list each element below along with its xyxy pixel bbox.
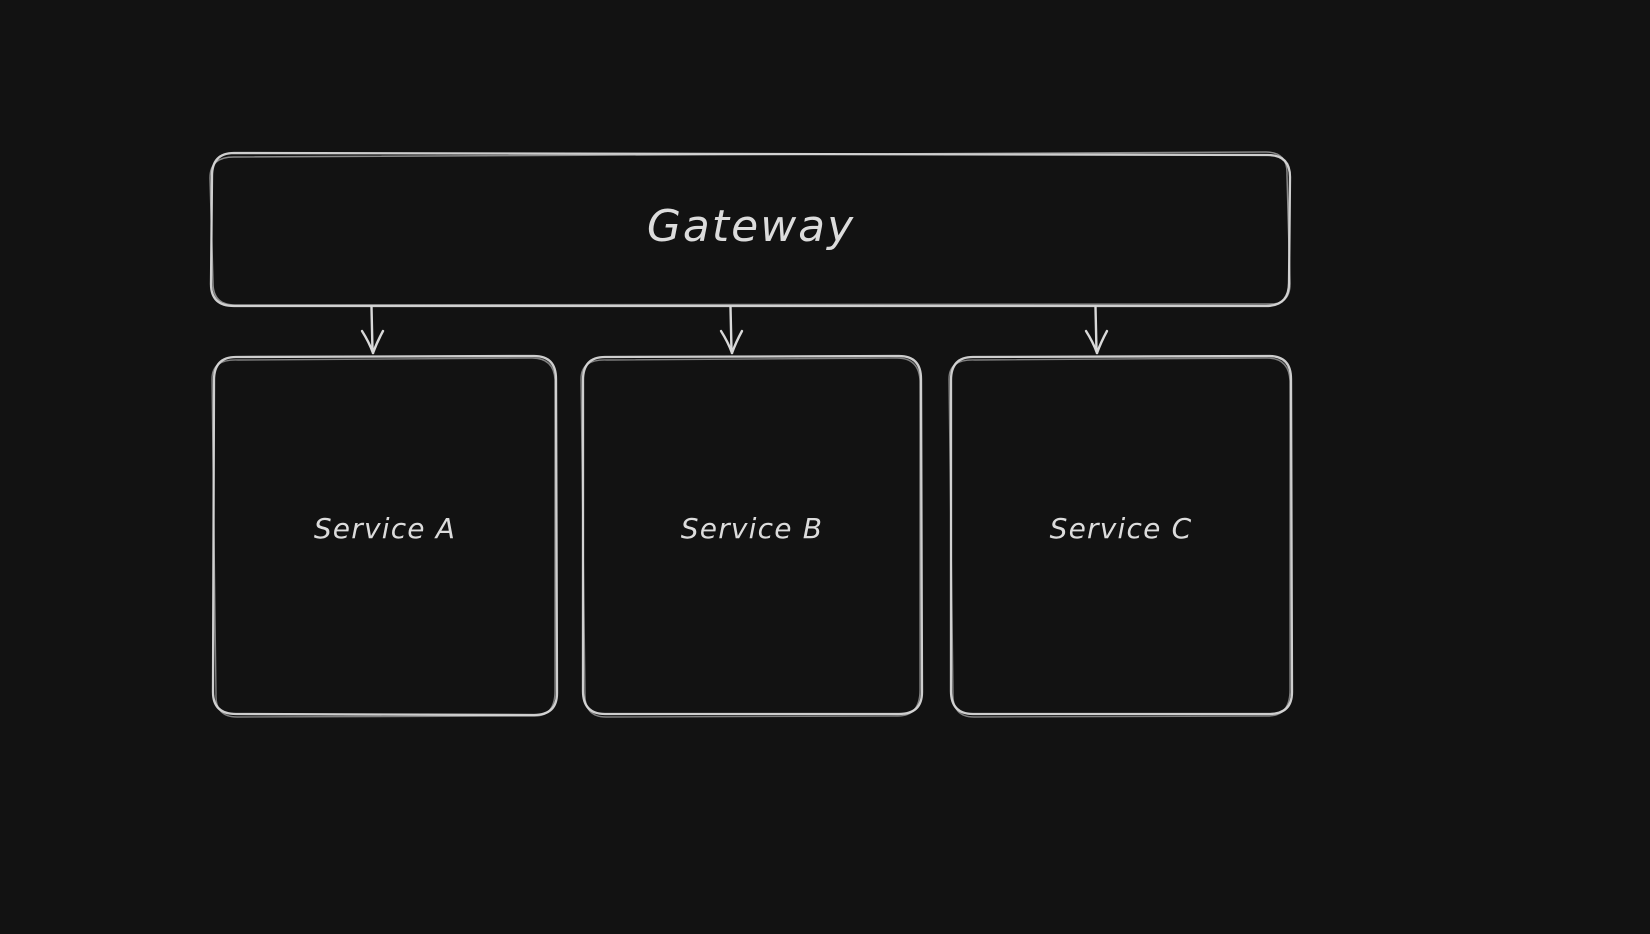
arrow-gateway-service-c-handle[interactable]: [1078, 306, 1114, 356]
arrow-gateway-service-b[interactable]: [719, 305, 744, 355]
service-c-node-label: Service C: [1049, 512, 1193, 545]
gateway-node-label: Gateway: [646, 201, 856, 252]
service-b-node-label: Service B: [680, 512, 824, 545]
arrow-gateway-service-b-handle[interactable]: [713, 306, 749, 356]
gateway-node[interactable]: [211, 152, 1291, 307]
service-a-node-label: Service A: [313, 512, 457, 545]
service-a-node-outline[interactable]: [211, 354, 559, 718]
arrow-gateway-service-a-handle[interactable]: [354, 306, 390, 356]
service-a-node[interactable]: [213, 356, 557, 716]
service-c-node-outline[interactable]: [948, 354, 1294, 718]
gateway-node-outline[interactable]: [209, 151, 1292, 308]
service-c-node[interactable]: [950, 356, 1292, 716]
service-b-node[interactable]: [582, 356, 922, 716]
arrow-gateway-service-a[interactable]: [360, 305, 385, 355]
service-b-node-outline[interactable]: [580, 354, 924, 718]
arrow-gateway-service-c[interactable]: [1084, 305, 1109, 355]
